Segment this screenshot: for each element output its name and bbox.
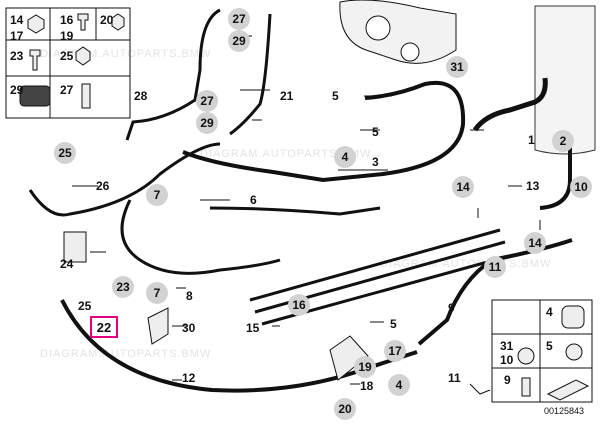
legend-part-16: 16 bbox=[60, 13, 74, 27]
legend-part-4: 4 bbox=[546, 305, 553, 319]
callout-11: 11 bbox=[484, 256, 506, 278]
legend-part-9: 9 bbox=[504, 373, 511, 387]
callout-31: 31 bbox=[446, 56, 468, 78]
callout-14: 14 bbox=[452, 176, 474, 198]
callout-23: 23 bbox=[112, 276, 134, 298]
callout-4: 4 bbox=[334, 146, 356, 168]
label-12: 12 bbox=[182, 371, 196, 385]
diagram-reference-number: 00125843 bbox=[544, 406, 585, 416]
label-3: 3 bbox=[372, 155, 379, 169]
hardware-legend-frame bbox=[5, 7, 131, 119]
label-5: 5 bbox=[372, 125, 379, 139]
label-28: 28 bbox=[134, 89, 148, 103]
watermark: DIAGRAM.AUTOPARTS.BMW bbox=[40, 348, 212, 360]
legend-part-20: 20 bbox=[100, 13, 114, 27]
legend-part-27: 27 bbox=[60, 83, 74, 97]
label-9: 9 bbox=[448, 301, 455, 315]
hose-1 bbox=[472, 77, 548, 132]
legend-part-29: 29 bbox=[10, 83, 24, 97]
callout-7: 7 bbox=[146, 184, 168, 206]
legend-part-17: 17 bbox=[10, 29, 24, 43]
grommet-icon bbox=[19, 85, 51, 107]
callout-16: 16 bbox=[288, 294, 310, 316]
label-1: 1 bbox=[528, 133, 535, 147]
nut-icon bbox=[75, 46, 91, 66]
label-30: 30 bbox=[182, 321, 196, 335]
callout-7: 7 bbox=[146, 282, 168, 304]
callout-20: 20 bbox=[334, 398, 356, 420]
highlighted-part-22[interactable]: 22 bbox=[90, 316, 118, 338]
watermark: DIAGRAM.AUTOPARTS.BMW bbox=[380, 258, 552, 270]
legend-part-25: 25 bbox=[60, 49, 74, 63]
callout-19: 19 bbox=[354, 356, 376, 378]
label-8: 8 bbox=[186, 289, 193, 303]
callout-4: 4 bbox=[388, 374, 410, 396]
label-15: 15 bbox=[246, 321, 260, 335]
callout-14: 14 bbox=[524, 232, 546, 254]
callout-2: 2 bbox=[552, 130, 574, 152]
legend-part-31: 31 bbox=[500, 339, 514, 353]
legend-part-19: 19 bbox=[60, 29, 74, 43]
legend-part-11: 11 bbox=[448, 371, 461, 385]
bolt-icon bbox=[77, 13, 89, 31]
label-5: 5 bbox=[390, 317, 397, 331]
parts-legend-frame bbox=[491, 299, 593, 403]
label-13: 13 bbox=[526, 179, 540, 193]
callout-17: 17 bbox=[384, 340, 406, 362]
legend-part-23: 23 bbox=[10, 49, 24, 63]
watermark: DIAGRAM.AUTOPARTS.BMW bbox=[200, 148, 372, 160]
label-18: 18 bbox=[360, 379, 374, 393]
compressor bbox=[339, 0, 457, 64]
callout-29: 29 bbox=[196, 112, 218, 134]
callout-27: 27 bbox=[228, 8, 250, 30]
nut-icon bbox=[111, 13, 125, 31]
legend-part-5: 5 bbox=[546, 339, 553, 353]
callout-29: 29 bbox=[228, 30, 250, 52]
hose-12 bbox=[60, 299, 418, 393]
hose-3 bbox=[182, 80, 466, 183]
nut-icon bbox=[27, 14, 45, 34]
label-25: 25 bbox=[78, 299, 92, 313]
label-24: 24 bbox=[60, 257, 74, 271]
legend-part-14: 14 bbox=[10, 13, 24, 27]
stud-icon bbox=[81, 83, 91, 109]
bolt-icon bbox=[29, 49, 41, 71]
legend-part-10: 10 bbox=[500, 353, 514, 367]
label-21: 21 bbox=[280, 89, 294, 103]
callout-25: 25 bbox=[54, 142, 76, 164]
label-5: 5 bbox=[332, 89, 339, 103]
label-6: 6 bbox=[250, 193, 257, 207]
label-26: 26 bbox=[96, 179, 110, 193]
callout-27: 27 bbox=[196, 90, 218, 112]
callout-10: 10 bbox=[570, 176, 592, 198]
